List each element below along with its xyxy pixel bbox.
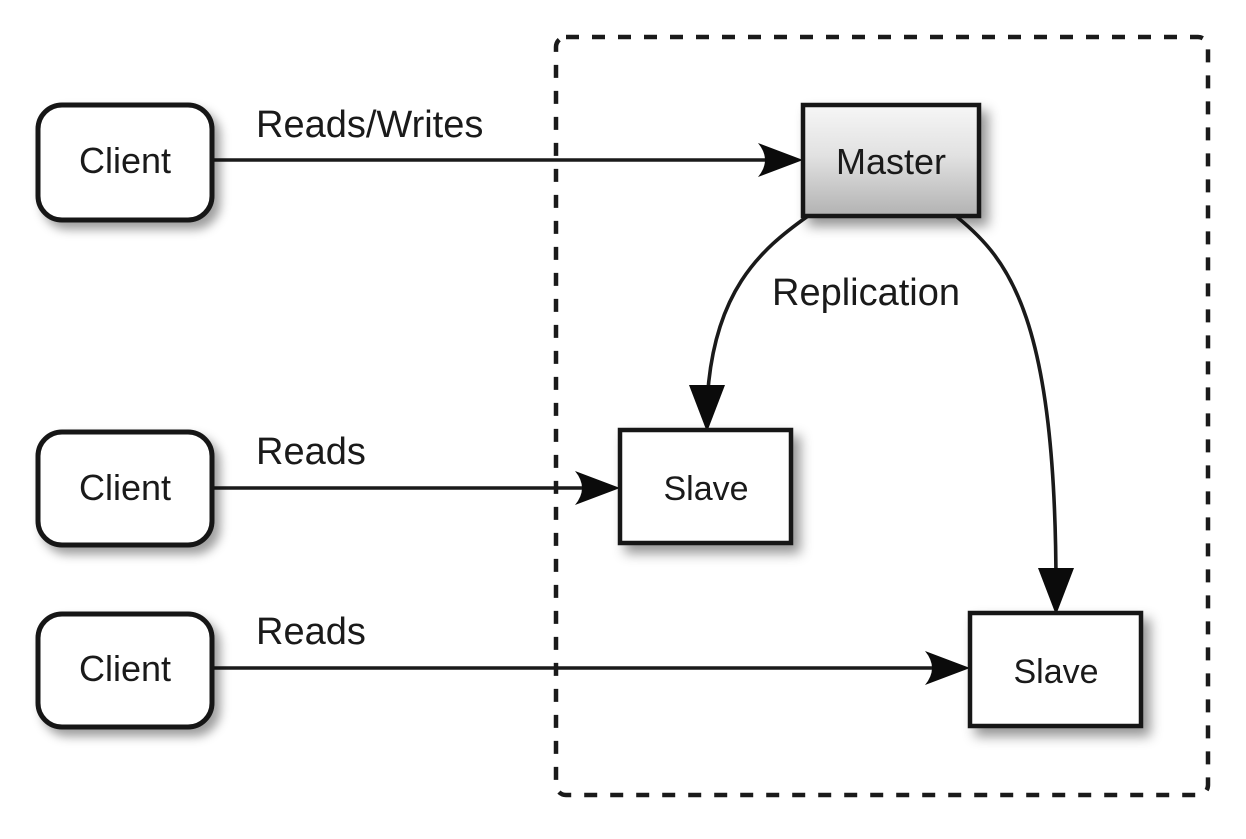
edge-master-slave2 bbox=[955, 215, 1074, 615]
client-3-box[interactable] bbox=[35, 611, 215, 730]
edge-curve-replication-right bbox=[955, 215, 1058, 589]
slave-2-box[interactable] bbox=[967, 610, 1144, 729]
arrowhead-icon bbox=[689, 385, 725, 432]
edge-client2-slave1 bbox=[212, 471, 620, 505]
edge-master-slave1 bbox=[689, 214, 810, 432]
master-box[interactable] bbox=[800, 102, 982, 219]
edge-label-reads-1: Reads bbox=[256, 431, 366, 473]
slave-1-label: Slave bbox=[663, 470, 748, 508]
node-slave-2[interactable]: Slave bbox=[967, 610, 1144, 729]
slave-2-label: Slave bbox=[1013, 653, 1098, 691]
edge-label-replication: Replication bbox=[772, 272, 960, 314]
node-client-2[interactable]: Client bbox=[35, 429, 215, 548]
node-client-3[interactable]: Client bbox=[35, 611, 215, 730]
arrowhead-icon bbox=[758, 143, 803, 177]
slave-1-box[interactable] bbox=[617, 427, 794, 546]
edge-curve-replication-left bbox=[705, 214, 810, 406]
edge-client1-master bbox=[212, 143, 803, 177]
client-2-box[interactable] bbox=[35, 429, 215, 548]
node-master[interactable]: Master bbox=[800, 102, 982, 219]
edge-client3-slave2 bbox=[212, 651, 970, 685]
master-label: Master bbox=[836, 141, 946, 182]
client-3-label: Client bbox=[79, 648, 171, 689]
client-1-label: Client bbox=[79, 140, 171, 181]
node-client-1[interactable]: Client bbox=[35, 102, 215, 223]
client-1-box[interactable] bbox=[35, 102, 215, 223]
edge-label-reads-writes: Reads/Writes bbox=[256, 104, 483, 146]
database-cluster-boundary bbox=[553, 34, 1211, 798]
arrowhead-icon bbox=[1038, 568, 1074, 615]
arrowhead-icon bbox=[925, 651, 970, 685]
arrowhead-icon bbox=[575, 471, 620, 505]
node-slave-1[interactable]: Slave bbox=[617, 427, 794, 546]
client-2-label: Client bbox=[79, 467, 171, 508]
edge-label-reads-2: Reads bbox=[256, 611, 366, 653]
